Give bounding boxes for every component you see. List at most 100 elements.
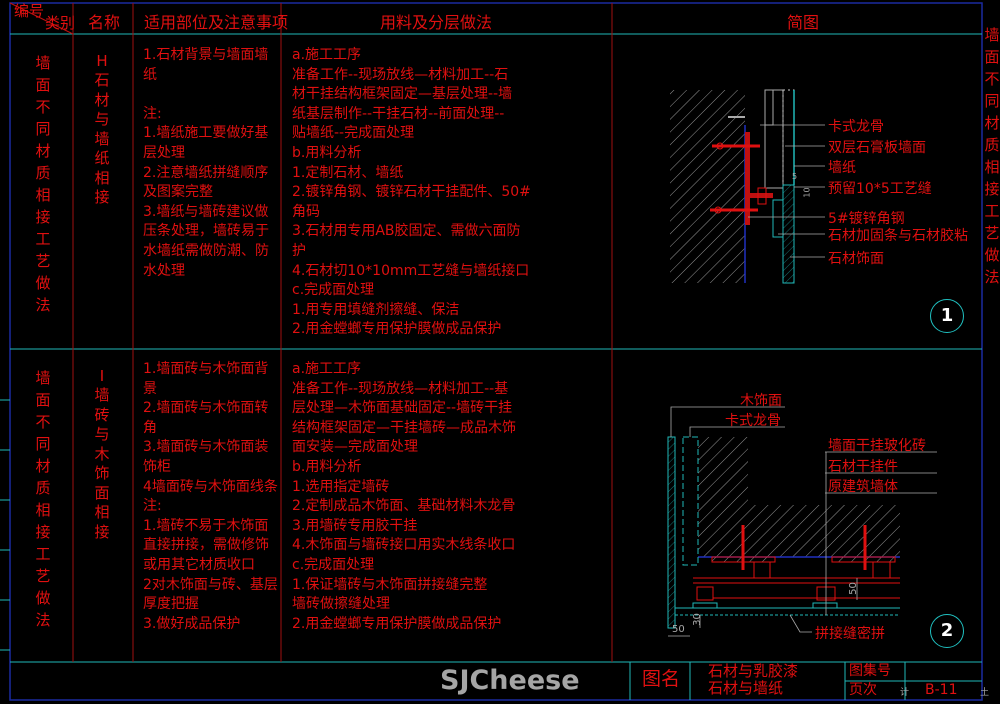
text-line: 4.木饰面与墙砖接口用实木线条收口: [292, 537, 516, 554]
side-title: 墙面不同材质相接工艺做法: [984, 26, 1000, 286]
header-method: 用料及分层做法: [380, 13, 493, 32]
text-line: 水处理: [143, 262, 185, 279]
row-category: 墙面不同材质相接工艺做法: [35, 54, 51, 314]
header-code: 编号: [14, 2, 45, 20]
text-line: 水墙纸需做防潮、防: [143, 242, 269, 259]
text-line: 1.墙面砖与木饰面背: [143, 361, 269, 377]
text-line: c.完成面处理: [292, 282, 375, 299]
text-line: 注:: [143, 498, 162, 515]
text-line: 3.做好成品保护: [143, 615, 241, 632]
text-line: 压条处理，墙砖易于: [143, 223, 269, 240]
text-line: 2.定制成品木饰面、基础材料木龙骨: [292, 498, 516, 515]
row-category: 墙面不同材质相接工艺做法: [35, 369, 51, 629]
text-line: a.施工工序: [292, 47, 362, 63]
label-stone-face: 石材饰面: [828, 251, 884, 267]
header-sketch: 简图: [787, 13, 820, 32]
text-line: 及图案完整: [143, 184, 213, 201]
footer-page-value: B-11: [925, 682, 958, 698]
label-gap: 预留10*5工艺缝: [828, 181, 932, 197]
text-line: 直接拼接，需做修饰: [143, 537, 269, 554]
footer-title-1: 石材与乳胶漆: [708, 662, 799, 680]
row-method: a.施工工序准备工作--现场放线—材料加工--石材干挂结构框架固定—基层处理--…: [292, 46, 531, 340]
text-line: 2.用金螳螂专用保护膜做成品保护: [292, 615, 502, 632]
footer-mark-1: 计: [900, 688, 910, 698]
text-line: 角码: [292, 203, 320, 220]
label-wallpaper: 墙纸: [828, 160, 856, 176]
row-method: a.施工工序准备工作--现场放线—材料加工--基层处理—木饰面基础固定--墙砖干…: [292, 360, 516, 634]
text-line: 1.选用指定墙砖: [292, 478, 390, 495]
text-line: 层处理—木饰面基础固定--墙砖干挂: [292, 400, 513, 417]
footer-title-label: 图名: [642, 668, 681, 690]
text-line: 景: [143, 380, 157, 397]
header-name: 名称: [88, 13, 121, 32]
label-keel: 卡式龙骨: [725, 413, 781, 429]
text-line: 厚度把握: [143, 596, 199, 613]
text-line: a.施工工序: [292, 361, 362, 377]
watermark: SJCheese: [440, 665, 580, 696]
row-scope: 1.墙面砖与木饰面背景 2.墙面砖与木饰面转角 3.墙面砖与木饰面装饰柜 4墙面砖与木…: [143, 360, 278, 634]
text-line: 2.镀锌角钢、镀锌石材干挂配件、50#: [292, 184, 531, 201]
detail-number-1: 1: [930, 299, 964, 333]
text-line: 墙砖做擦缝处理: [292, 596, 390, 613]
label-wood-face: 木饰面: [740, 393, 782, 409]
text-line: 1.用专用填缝剂擦缝、保洁: [292, 301, 460, 318]
row-code: H: [96, 52, 108, 70]
text-line: 2.注意墙纸拼缝顺序: [143, 164, 269, 181]
text-line: 2对木饰面与砖、基层: [143, 576, 278, 593]
dim-50-vertical: 50: [847, 582, 859, 595]
text-line: 1.墙砖不易于木饰面: [143, 517, 269, 534]
detail-number-2: 2: [930, 614, 964, 648]
text-line: 准备工作--现场放线—材料加工--基: [292, 380, 509, 397]
header-category: 类别: [45, 14, 76, 32]
text-line: 3.墙面砖与木饰面装: [143, 439, 269, 456]
text-line: 3.石材用专用AB胶固定、需做六面防: [292, 223, 521, 240]
text-line: 层处理: [143, 144, 185, 161]
text-line: 贴墙纸--完成面处理: [292, 125, 415, 142]
label-tile: 墙面干挂玻化砖: [828, 438, 926, 454]
text-line: 饰柜: [143, 458, 171, 475]
text-line: 4.石材切10*10mm工艺缝与墙纸接口: [292, 262, 530, 279]
text-line: 2.用金螳螂专用保护膜做成品保护: [292, 321, 502, 338]
label-angle-steel: 5#镀锌角钢: [828, 211, 905, 227]
label-joint: 拼接缝密拼: [815, 626, 885, 642]
row-name: 石材与墙纸相接: [94, 71, 110, 206]
text-line: 纸基层制作--干挂石材--前面处理--: [292, 105, 505, 122]
label-gypsum: 双层石膏板墙面: [828, 140, 926, 156]
footer-page-label: 页次: [849, 682, 877, 698]
text-line: 3.墙纸与墙砖建议做: [143, 203, 269, 220]
dim-50: 50: [672, 624, 685, 635]
text-line: 角: [143, 419, 157, 436]
text-line: 1.石材背景与墙面墙: [143, 47, 269, 63]
dim-10: 10: [802, 187, 812, 198]
text-line: 4墙面砖与木饰面线条: [143, 478, 278, 495]
dim-30: 30: [691, 613, 703, 626]
text-line: 1.定制石材、墙纸: [292, 164, 404, 181]
row-scope: 1.石材背景与墙面墙纸注: 1.墙纸施工要做好基层处理 2.注意墙纸拼缝顺序及图案完…: [143, 46, 269, 281]
label-wall: 原建筑墙体: [828, 479, 898, 495]
text-line: c.完成面处理: [292, 556, 375, 573]
text-line: 材干挂结构框架固定—基层处理--墙: [292, 86, 513, 103]
text-line: 纸: [143, 66, 157, 83]
text-line: 准备工作--现场放线—材料加工--石: [292, 66, 509, 83]
label-reinforcement: 石材加固条与石材胶粘: [828, 228, 968, 244]
dim-5: 5: [792, 172, 798, 181]
text-line: 或用其它材质收口: [143, 556, 255, 573]
text-line: [143, 85, 269, 105]
label-hanger: 石材干挂件: [828, 459, 898, 475]
label-keel: 卡式龙骨: [828, 119, 884, 135]
row-name: 墙砖与木饰面相接: [94, 386, 110, 541]
row-code: I: [99, 367, 105, 385]
detail-diagram-1: [670, 89, 825, 284]
text-line: 护: [292, 242, 306, 259]
text-line: 1.保证墙砖与木饰面拼接缝完整: [292, 576, 488, 593]
detail-diagram-2: [667, 406, 937, 637]
text-line: b.用料分析: [292, 458, 362, 475]
text-line: 1.墙纸施工要做好基: [143, 125, 269, 142]
table-grid: [0, 2, 983, 701]
text-line: 面安装—完成面处理: [292, 439, 418, 456]
text-line: 注:: [143, 105, 162, 122]
header-scope: 适用部位及注意事项: [144, 13, 289, 32]
text-line: b.用料分析: [292, 144, 362, 161]
text-line: 结构框架固定—干挂墙砖—成品木饰: [292, 419, 516, 436]
text-line: 2.墙面砖与木饰面转: [143, 400, 269, 417]
